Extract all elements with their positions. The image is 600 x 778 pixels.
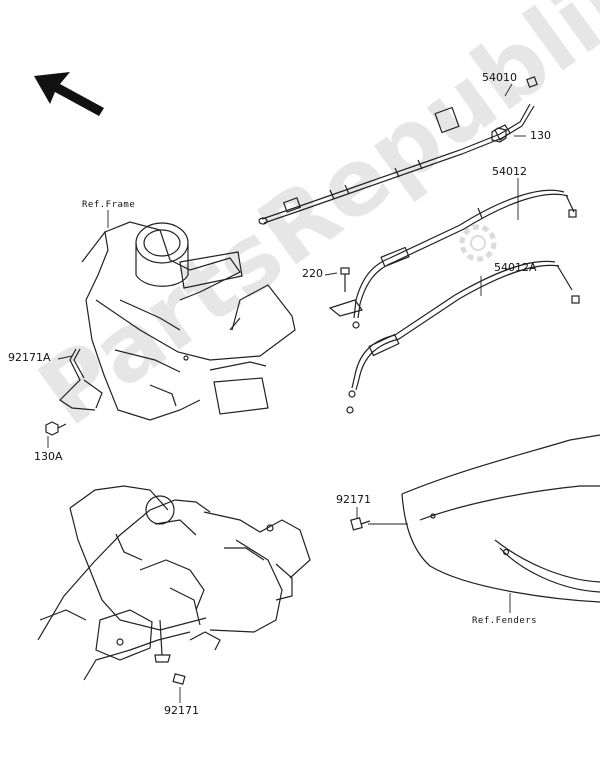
bolt-130A (45, 421, 67, 436)
callout-92171-bottom: 92171 (164, 704, 199, 717)
cable-54012A (346, 260, 580, 414)
callout-220: 220 (302, 267, 323, 280)
frame-assembly (81, 221, 296, 421)
rear-fender (401, 434, 600, 603)
front-direction-arrow-icon (34, 72, 104, 116)
bolt-220 (340, 267, 350, 292)
callout-92171-fender: 92171 (336, 493, 371, 506)
callout-130A: 130A (34, 450, 63, 463)
cable-54012 (328, 189, 577, 329)
lower-frame-assembly (37, 485, 311, 681)
callout-54012: 54012 (492, 165, 527, 178)
cable-54010 (258, 76, 538, 225)
callout-54012A: 54012A (494, 261, 537, 274)
bolt-130 (491, 127, 507, 143)
callout-54010: 54010 (482, 71, 517, 84)
callout-130: 130 (530, 129, 551, 142)
clip-92171-fender (350, 517, 371, 531)
callout-92171A: 92171A (8, 351, 51, 364)
ref-frame-label: Ref.Frame (82, 200, 136, 210)
clip-92171A (59, 348, 103, 411)
gear-watermark-icon (459, 224, 497, 262)
clip-92171-bottom (172, 673, 186, 685)
leader-lines (47, 83, 526, 703)
ref-fenders-label: Ref.Fenders (472, 616, 538, 626)
